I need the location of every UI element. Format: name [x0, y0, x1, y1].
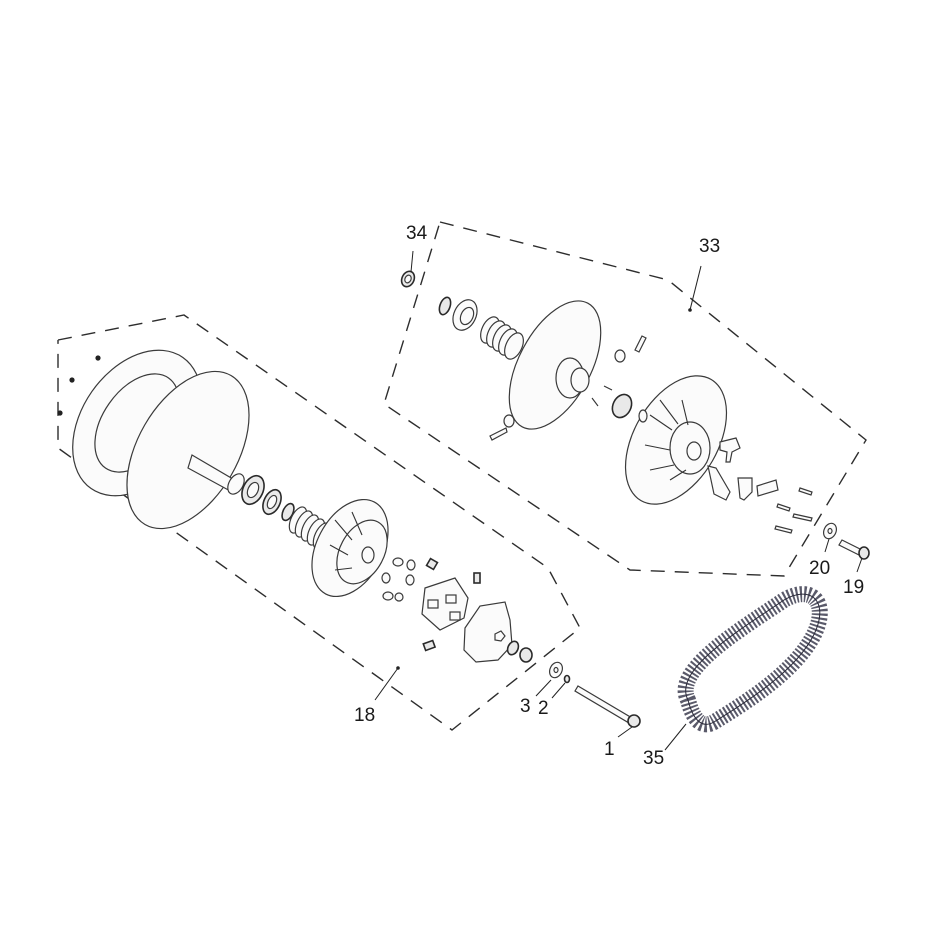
part-3-washer-icon — [535, 661, 564, 697]
driven-spring-icon — [480, 316, 524, 360]
seal-ring-icon — [262, 488, 282, 516]
nut-icon — [506, 640, 533, 663]
small-bolts-icon — [774, 487, 813, 534]
group-18-drive-clutch — [57, 314, 581, 731]
group-33-driven-clutch — [383, 221, 867, 577]
leader-33 — [689, 265, 702, 311]
callout-2: 2 — [538, 698, 549, 719]
leader-18 — [374, 667, 399, 701]
part-35-drive-belt-icon — [664, 586, 828, 751]
callout-33: 33 — [699, 236, 721, 257]
spider-icon — [421, 577, 469, 652]
bearing-icon — [241, 474, 265, 506]
clutch-cover-icon — [463, 601, 513, 663]
retaining-ring-icon — [611, 393, 633, 419]
part-19-bolt-icon — [838, 539, 870, 573]
part-1-bolt-icon — [574, 685, 641, 738]
callout-20: 20 — [809, 558, 831, 579]
part-2-o-ring-icon — [551, 674, 571, 699]
fixed-sheave-icon — [126, 370, 250, 530]
callout-18: 18 — [354, 705, 376, 726]
part-34-seal-icon — [400, 250, 416, 288]
driven-fixed-sheave-icon — [624, 375, 728, 505]
callout-35: 35 — [643, 748, 665, 769]
pin-bolt-icon — [489, 335, 647, 441]
moveable-sheave-icon — [311, 498, 389, 598]
driven-bearing-icon — [452, 299, 478, 331]
roller-weights-icon — [381, 557, 481, 602]
cam-arm-icon — [707, 437, 779, 501]
group-33-boundary — [383, 221, 867, 577]
callout-19: 19 — [843, 577, 865, 598]
part-20-washer-icon — [822, 522, 838, 553]
callout-1: 1 — [604, 739, 615, 760]
group-18-boundary — [57, 314, 581, 731]
callout-3: 3 — [520, 696, 531, 717]
driven-moveable-sheave-icon — [508, 300, 602, 430]
callout-34: 34 — [406, 223, 428, 244]
snap-ring-icon — [438, 296, 452, 316]
